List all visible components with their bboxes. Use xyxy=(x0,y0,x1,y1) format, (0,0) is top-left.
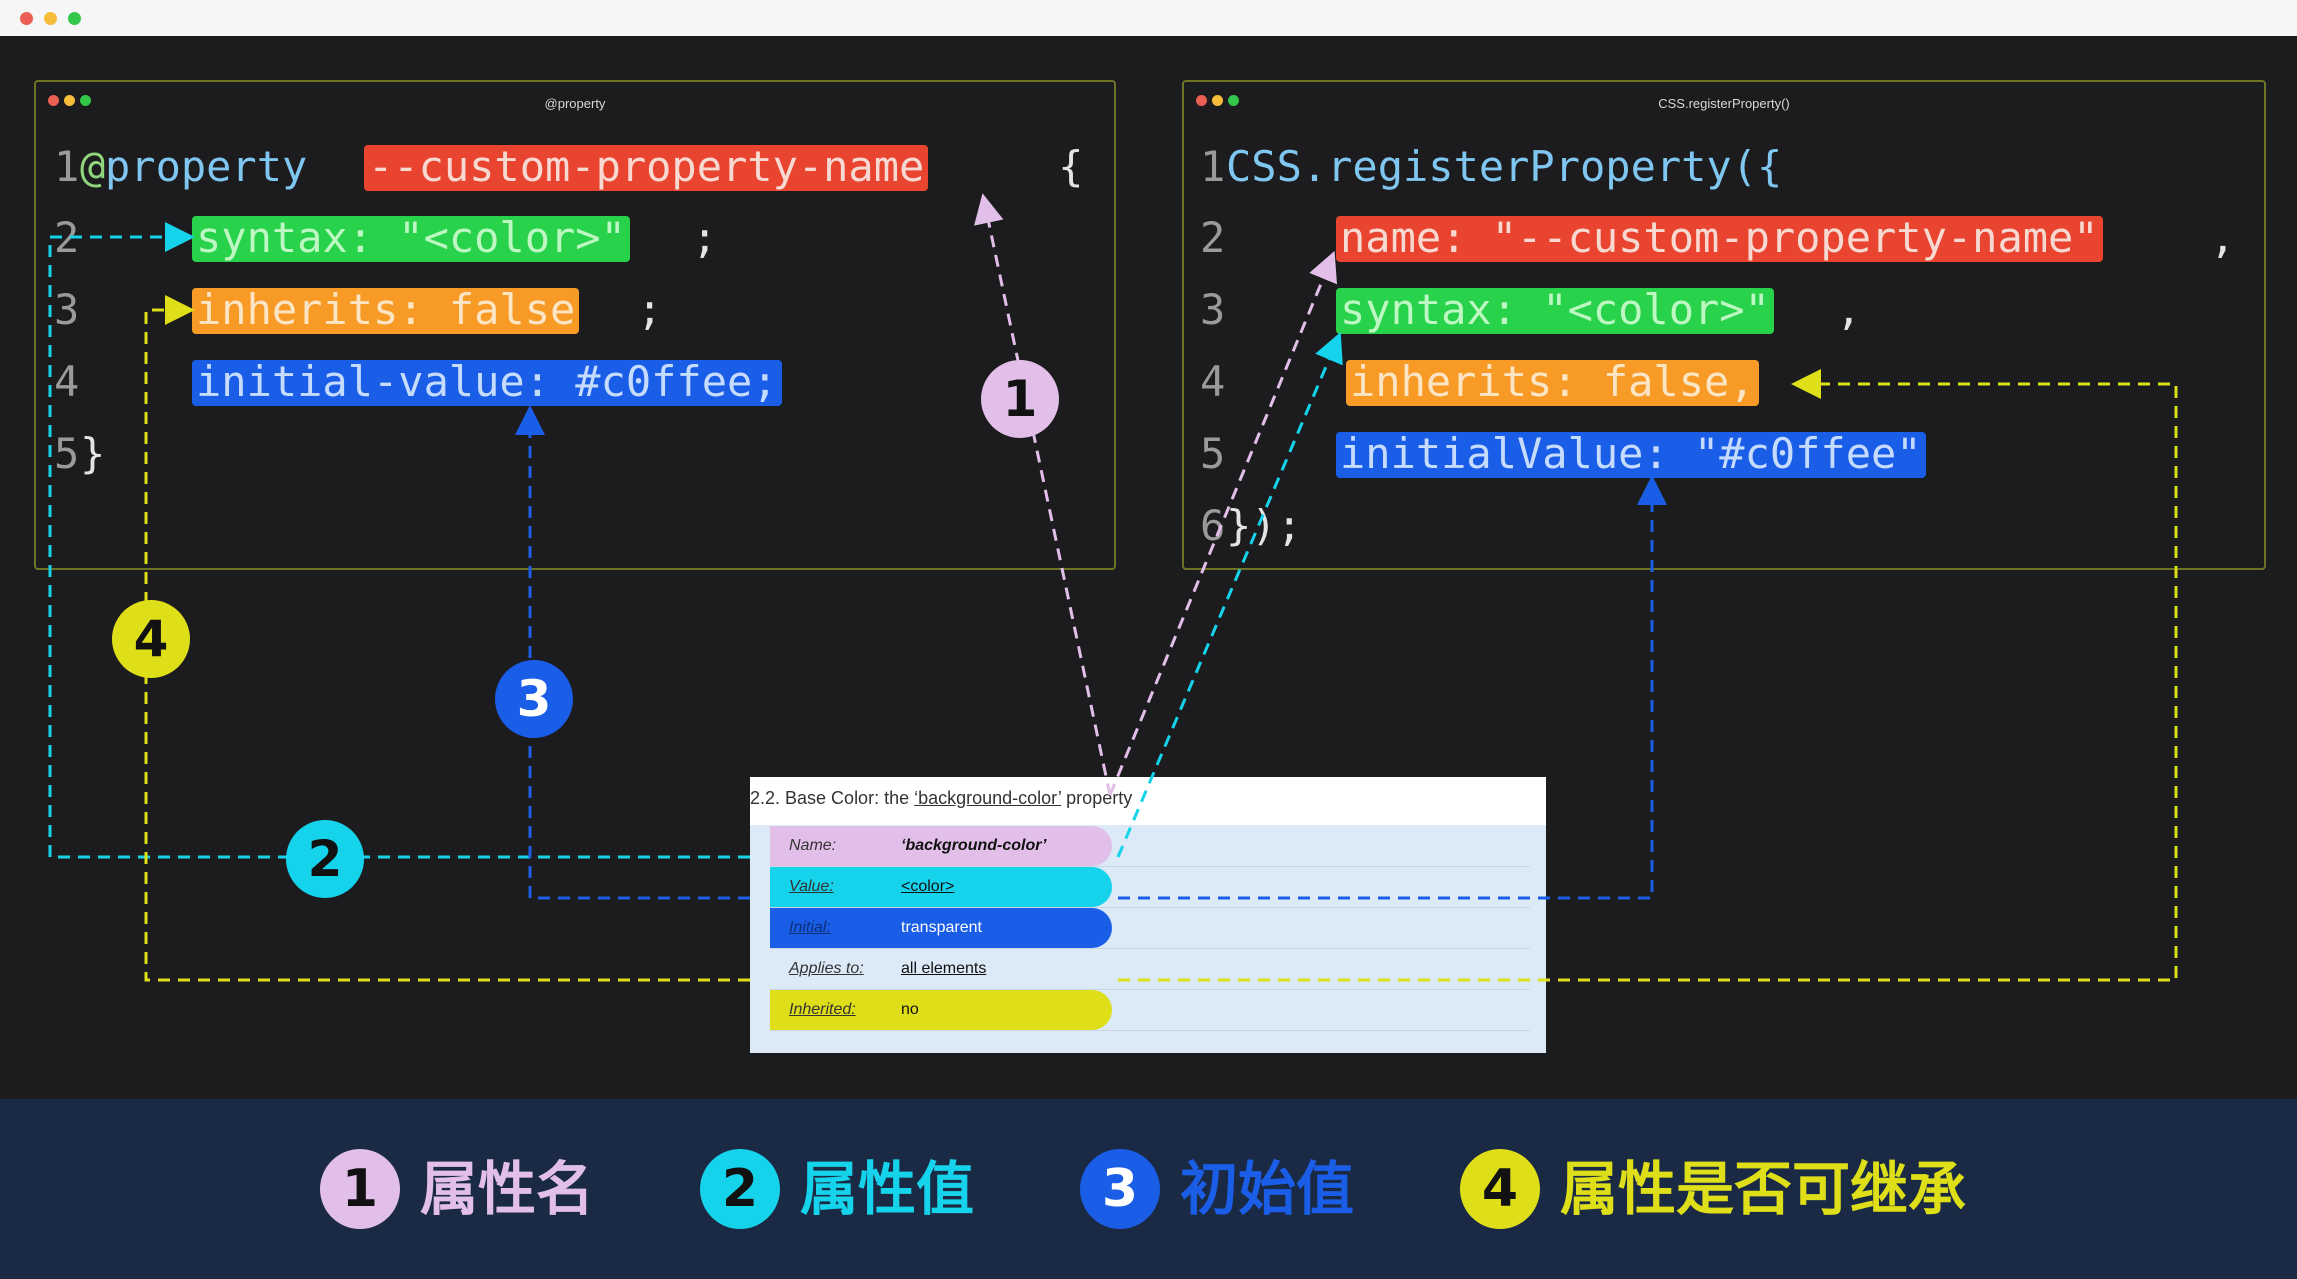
row-key[interactable]: Inherited: xyxy=(789,1001,856,1018)
row-key: Name: xyxy=(789,837,837,854)
row-highlight xyxy=(770,867,1112,907)
panel-minimize-dot xyxy=(64,95,75,106)
code-semicolon: ; xyxy=(637,285,663,334)
minimize-window-button[interactable] xyxy=(44,12,57,25)
legend-label: 属性是否可继承 xyxy=(1560,1155,1967,1223)
row-highlight xyxy=(770,990,1112,1030)
line-number: 1 xyxy=(54,142,80,191)
window-titlebar xyxy=(0,0,2297,36)
spec-row-applies-to: Applies to: all elements xyxy=(770,949,1530,990)
inherits-highlight: inherits: false, xyxy=(1346,360,1759,406)
panel-close-dot xyxy=(1196,95,1207,106)
line-number: 1 xyxy=(1200,142,1226,191)
row-value: transparent xyxy=(901,919,982,936)
row-value: ‘background-color’ xyxy=(901,837,1047,854)
panel-zoom-dot xyxy=(80,95,91,106)
row-value: no xyxy=(901,1001,919,1018)
legend-label: 初始值 xyxy=(1180,1155,1355,1223)
line-number: 4 xyxy=(54,357,80,406)
spec-heading-prefix: 2.2. Base Color: the xyxy=(750,788,915,808)
code-close: }); xyxy=(1226,501,1302,550)
spec-row-inherited: Inherited: no xyxy=(770,990,1530,1031)
badge-3: 3 xyxy=(495,660,573,738)
line-number: 3 xyxy=(1200,285,1226,334)
legend-number: 1 xyxy=(320,1149,400,1229)
line-number: 5 xyxy=(1200,429,1226,478)
panel-title: CSS.registerProperty() xyxy=(1658,96,1790,111)
panel-zoom-dot xyxy=(1228,95,1239,106)
row-key[interactable]: Applies to: xyxy=(789,960,864,977)
initial-value-highlight: initial-value: #c0ffee; xyxy=(192,360,782,406)
row-value[interactable]: <color> xyxy=(901,878,955,895)
row-key[interactable]: Initial: xyxy=(789,919,831,936)
code-semicolon: ; xyxy=(692,213,718,262)
legend-number: 4 xyxy=(1460,1149,1540,1229)
panel-minimize-dot xyxy=(1212,95,1223,106)
code-brace: } xyxy=(80,429,106,478)
name-highlight: name: "--custom-property-name" xyxy=(1336,216,2103,262)
slide-canvas: @property CSS.registerProperty() 1 @ pro… xyxy=(0,36,2297,1099)
legend-bar: 1 属性名 2 属性值 3 初始值 4 属性是否可继承 xyxy=(0,1099,2297,1279)
syntax-highlight: syntax: "<color>" xyxy=(1336,288,1774,334)
zoom-window-button[interactable] xyxy=(68,12,81,25)
legend-number: 3 xyxy=(1080,1149,1160,1229)
badge-1: 1 xyxy=(981,360,1059,438)
code-comma: , xyxy=(2210,213,2236,262)
line-number: 4 xyxy=(1200,357,1226,406)
close-window-button[interactable] xyxy=(20,12,33,25)
spec-heading-suffix: property xyxy=(1061,788,1133,808)
line-number: 6 xyxy=(1200,501,1226,550)
code-comma: , xyxy=(1836,285,1862,334)
at-rule-name: property xyxy=(105,142,308,191)
legend-label: 属性名 xyxy=(420,1155,595,1223)
badge-2: 2 xyxy=(286,820,364,898)
initial-value-highlight: initialValue: "#c0ffee" xyxy=(1336,432,1926,478)
spec-row-value: Value: <color> xyxy=(770,867,1530,908)
spec-heading: 2.2. Base Color: the ‘background-color’ … xyxy=(750,777,1546,825)
spec-heading-link[interactable]: ‘background-color’ xyxy=(914,788,1062,808)
legend-label: 属性值 xyxy=(800,1155,975,1223)
row-highlight xyxy=(770,908,1112,948)
at-rule-keyword: @ xyxy=(80,142,106,191)
code-brace: { xyxy=(1033,142,1084,191)
line-number: 2 xyxy=(54,213,80,262)
legend-number: 2 xyxy=(700,1149,780,1229)
row-value[interactable]: all elements xyxy=(901,960,987,977)
panel-title: @property xyxy=(544,96,606,111)
inherits-highlight: inherits: false xyxy=(192,288,580,334)
register-property-call: CSS.registerProperty({ xyxy=(1226,142,1783,191)
syntax-highlight: syntax: "<color>" xyxy=(192,216,630,262)
row-highlight xyxy=(770,826,1112,866)
row-key[interactable]: Value: xyxy=(789,878,834,895)
badge-4: 4 xyxy=(112,600,190,678)
line-number: 2 xyxy=(1200,213,1226,262)
property-name-highlight: --custom-property-name xyxy=(364,145,929,191)
spec-property-table: 2.2. Base Color: the ‘background-color’ … xyxy=(750,777,1546,1053)
spec-row-name: Name: ‘background-color’ xyxy=(770,826,1530,867)
line-number: 5 xyxy=(54,429,80,478)
panel-close-dot xyxy=(48,95,59,106)
spec-row-initial: Initial: transparent xyxy=(770,908,1530,949)
line-number: 3 xyxy=(54,285,80,334)
